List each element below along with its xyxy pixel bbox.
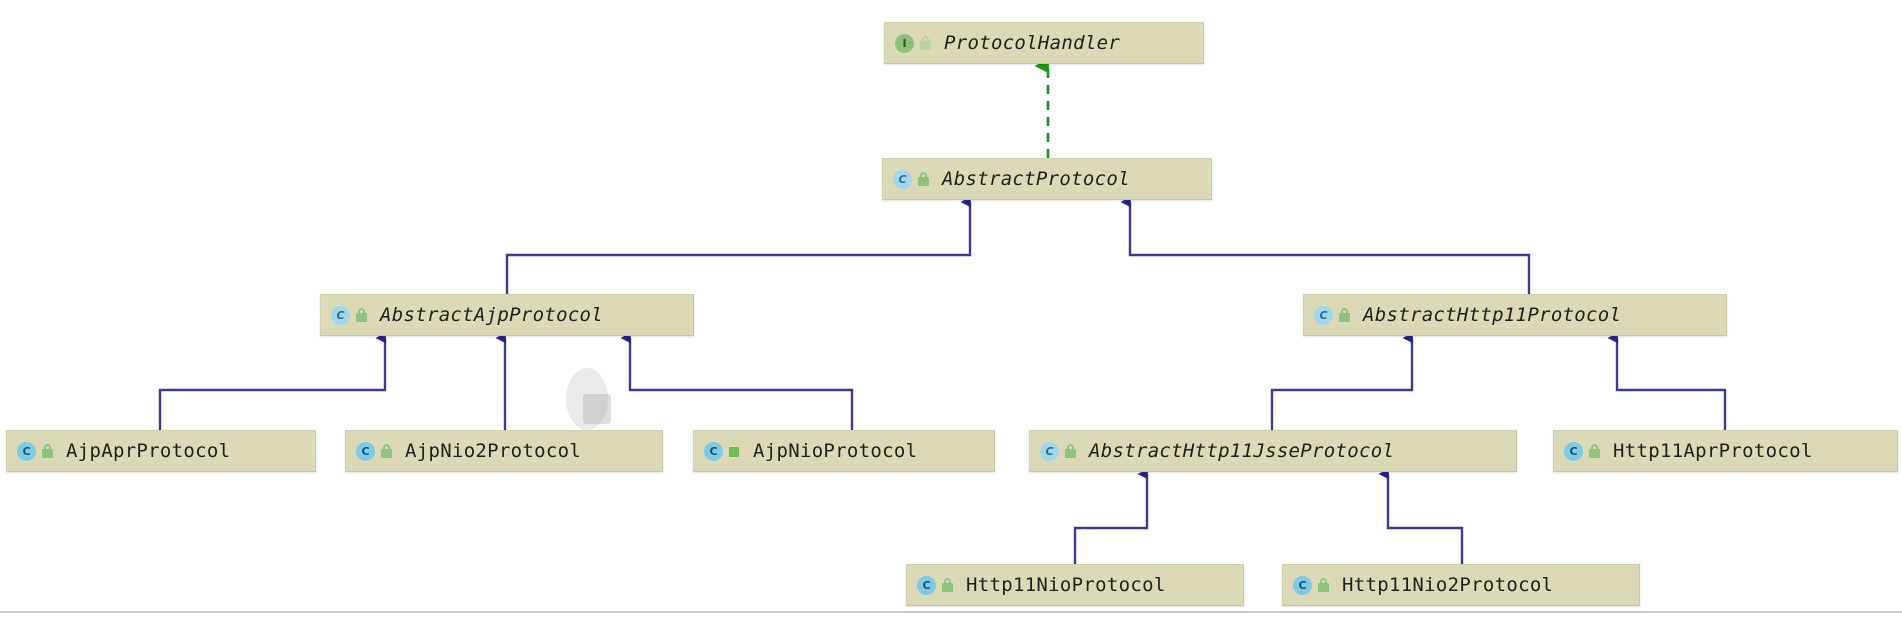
class-icon: C <box>1293 575 1312 595</box>
node-label: Http11AprProtocol <box>1613 440 1813 462</box>
node-label: Http11NioProtocol <box>966 574 1166 596</box>
node-icon-group: C <box>1040 441 1077 461</box>
edge-extends-AbstractAjpProtocol-to-AbstractProtocol <box>505 196 972 294</box>
class-icon: C <box>893 169 912 189</box>
node-icon-group: C <box>1564 441 1601 461</box>
class-icon: C <box>17 441 36 461</box>
uml-node-AbstractHttp11JsseProtocol[interactable]: C AbstractHttp11JsseProtocol <box>1029 430 1517 472</box>
lock-icon <box>941 578 954 592</box>
edge-extends-AbstractHttp11Protocol-to-AbstractProtocol <box>1120 196 1531 294</box>
node-label: AbstractHttp11JsseProtocol <box>1089 440 1395 462</box>
uml-node-AjpAprProtocol[interactable]: C AjpAprProtocol <box>6 430 316 472</box>
node-label: AbstractHttp11Protocol <box>1363 304 1622 326</box>
edge-extends-Http11Nio2Protocol-to-AbstractHttp11JsseProtocol <box>1378 468 1464 564</box>
uml-node-Http11AprProtocol[interactable]: C Http11AprProtocol <box>1553 430 1898 472</box>
node-icon-group: C <box>1314 305 1351 325</box>
interface-icon: I <box>895 33 914 53</box>
class-icon: C <box>1314 305 1333 325</box>
lock-icon <box>1588 444 1601 458</box>
node-icon-group: C <box>917 575 954 595</box>
edge-extends-AjpNioProtocol-to-AbstractAjpProtocol <box>620 332 854 430</box>
class-icon: C <box>917 575 936 595</box>
node-icon-group: C <box>331 305 368 325</box>
uml-node-Http11NioProtocol[interactable]: C Http11NioProtocol <box>906 564 1244 606</box>
node-label: AjpAprProtocol <box>66 440 231 462</box>
node-icon-group: C <box>704 441 741 461</box>
uml-node-AbstractAjpProtocol[interactable]: C AbstractAjpProtocol <box>320 294 694 336</box>
node-icon-group: C <box>356 441 393 461</box>
lock-icon <box>380 444 393 458</box>
node-label: Http11Nio2Protocol <box>1342 574 1554 596</box>
bottom-divider <box>0 611 1902 613</box>
lock-icon <box>919 36 932 50</box>
uml-node-ProtocolHandler[interactable]: I ProtocolHandler <box>884 22 1204 64</box>
uml-node-AbstractProtocol[interactable]: C AbstractProtocol <box>882 158 1212 200</box>
node-icon-group: C <box>893 169 930 189</box>
class-icon: C <box>331 305 350 325</box>
uml-node-Http11Nio2Protocol[interactable]: C Http11Nio2Protocol <box>1282 564 1640 606</box>
class-icon: C <box>1040 441 1059 461</box>
lock-icon <box>1317 578 1330 592</box>
node-icon-group: C <box>17 441 54 461</box>
lock-icon <box>1338 308 1351 322</box>
node-icon-group: I <box>895 33 932 53</box>
uml-node-AjpNio2Protocol[interactable]: C AjpNio2Protocol <box>345 430 663 472</box>
edge-extends-AjpAprProtocol-to-AbstractAjpProtocol <box>158 332 387 430</box>
uml-node-AjpNioProtocol[interactable]: C AjpNioProtocol <box>693 430 995 472</box>
edge-extends-Http11NioProtocol-to-AbstractHttp11JsseProtocol <box>1073 468 1149 564</box>
class-icon: C <box>356 441 375 461</box>
lock-icon <box>355 308 368 322</box>
edge-extends-Http11AprProtocol-to-AbstractHttp11Protocol <box>1607 332 1727 430</box>
node-label: AbstractProtocol <box>942 168 1130 190</box>
class-icon: C <box>1564 441 1583 461</box>
uml-node-AbstractHttp11Protocol[interactable]: C AbstractHttp11Protocol <box>1303 294 1727 336</box>
class-icon: C <box>704 441 723 461</box>
node-icon-group: C <box>1293 575 1330 595</box>
node-label: AjpNioProtocol <box>753 440 918 462</box>
node-label: AbstractAjpProtocol <box>380 304 604 326</box>
lock-icon <box>41 444 54 458</box>
edge-extends-AbstractHttp11JsseProtocol-to-AbstractHttp11Protocol <box>1270 332 1414 430</box>
lock-icon <box>917 172 930 186</box>
lock-icon <box>1064 444 1077 458</box>
square-icon <box>728 444 741 458</box>
node-label: ProtocolHandler <box>944 32 1121 54</box>
node-label: AjpNio2Protocol <box>405 440 582 462</box>
